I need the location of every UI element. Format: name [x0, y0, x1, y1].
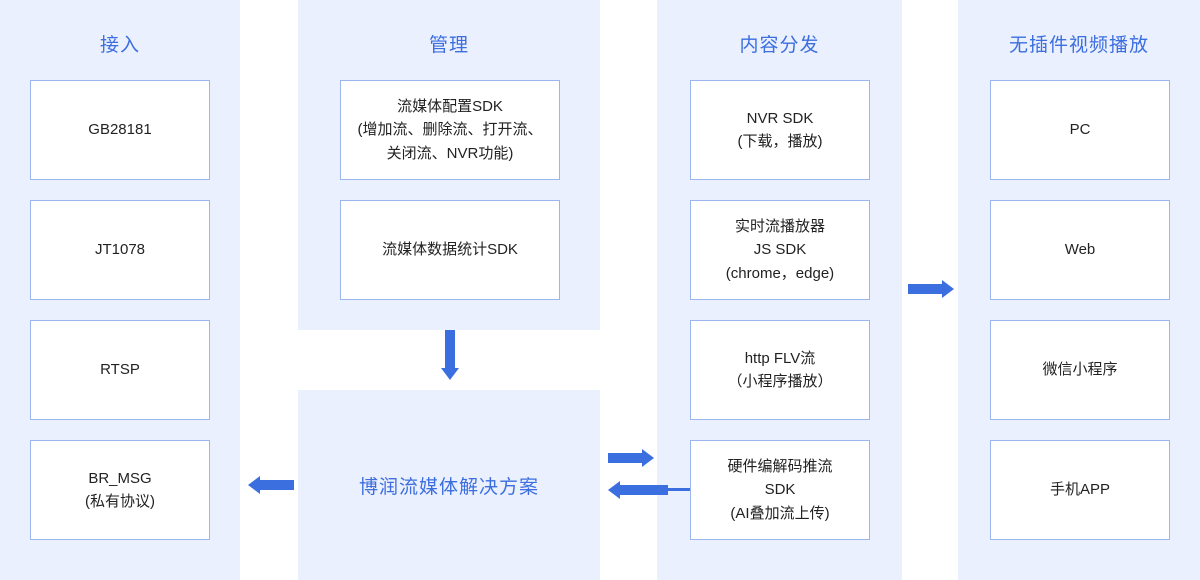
column-title-management: 管理 — [428, 35, 469, 56]
card-jt1078[interactable]: JT1078 — [30, 200, 210, 300]
card-stream-stats-sdk[interactable]: 流媒体数据统计SDK — [340, 200, 560, 300]
arrow-tail-line — [668, 488, 690, 491]
arrow-down-management-to-solution — [440, 330, 460, 382]
card-lines: BR_MSG (私有协议) — [31, 467, 209, 514]
card-wechat-miniprogram[interactable]: 微信小程序 — [990, 320, 1170, 420]
card-line: BR_MSG — [88, 469, 152, 487]
card-line: http FLV流 — [744, 349, 816, 367]
card-lines: 流媒体配置SDK (增加流、删除流、打开流、 关闭流、NVR功能) — [341, 95, 559, 165]
card-line: GB28181 — [88, 121, 152, 139]
card-line: RTSP — [100, 361, 140, 379]
card-line: 手机APP — [1049, 481, 1110, 499]
card-lines: JT1078 — [31, 238, 209, 261]
card-lines: 流媒体数据统计SDK — [341, 238, 559, 261]
card-lines: GB28181 — [31, 118, 209, 141]
arrow-shaft — [608, 453, 644, 463]
arrow-head-down-icon — [441, 368, 459, 380]
card-line: 实时流播放器 — [734, 218, 825, 236]
card-line: （小程序播放） — [727, 373, 833, 390]
solution-box-label: 博润流媒体解决方案 — [358, 476, 539, 498]
arrow-head-left-icon — [248, 476, 260, 494]
card-mobile-app[interactable]: 手机APP — [990, 440, 1170, 540]
card-lines: 手机APP — [991, 478, 1169, 501]
card-line: Web — [1064, 241, 1096, 259]
card-gb28181[interactable]: GB28181 — [30, 80, 210, 180]
arrow-left-solution-to-access — [248, 476, 294, 494]
column-title-distribution: 内容分发 — [739, 35, 820, 56]
arrow-right-solution-to-distribution — [608, 449, 656, 467]
arrow-shaft — [445, 330, 455, 370]
card-lines: NVR SDK (下载，播放) — [691, 107, 869, 154]
card-line: 微信小程序 — [1042, 361, 1118, 379]
column-title-access: 接入 — [99, 35, 140, 56]
card-nvr-sdk[interactable]: NVR SDK (下载，播放) — [690, 80, 870, 180]
arrow-right-distribution-to-playback — [908, 280, 956, 298]
card-realtime-player-js-sdk[interactable]: 实时流播放器 JS SDK (chrome，edge) — [690, 200, 870, 300]
card-line: 流媒体数据统计SDK — [382, 241, 518, 259]
card-rtsp[interactable]: RTSP — [30, 320, 210, 420]
card-pc[interactable]: PC — [990, 80, 1170, 180]
card-lines: http FLV流 （小程序播放） — [691, 347, 869, 394]
card-line: (AI叠加流上传) — [730, 504, 830, 522]
card-line: NVR SDK — [746, 109, 814, 127]
card-br-msg[interactable]: BR_MSG (私有协议) — [30, 440, 210, 540]
card-line: 关闭流、NVR功能) — [386, 144, 514, 162]
arrow-head-right-icon — [642, 449, 654, 467]
card-line: (chrome，edge) — [725, 264, 835, 282]
solution-box[interactable]: 博润流媒体解决方案 — [298, 390, 600, 580]
card-line: (私有协议) — [85, 493, 155, 510]
card-line: PC — [1069, 121, 1091, 139]
card-lines: 硬件编解码推流 SDK (AI叠加流上传) — [691, 455, 869, 525]
arrow-shaft — [908, 284, 944, 294]
arrow-shaft — [620, 485, 668, 495]
card-hardware-codec-push-sdk[interactable]: 硬件编解码推流 SDK (AI叠加流上传) — [690, 440, 870, 540]
arrow-head-left-icon — [608, 481, 620, 499]
card-web[interactable]: Web — [990, 200, 1170, 300]
arrow-left-distribution-to-solution — [608, 481, 690, 499]
card-stream-config-sdk[interactable]: 流媒体配置SDK (增加流、删除流、打开流、 关闭流、NVR功能) — [340, 80, 560, 180]
card-http-flv[interactable]: http FLV流 （小程序播放） — [690, 320, 870, 420]
card-lines: 实时流播放器 JS SDK (chrome，edge) — [691, 215, 869, 285]
card-line: 流媒体配置SDK — [397, 98, 503, 116]
card-line: 硬件编解码推流 — [727, 458, 833, 476]
column-title-playback: 无插件视频播放 — [1008, 35, 1149, 56]
card-lines: Web — [991, 238, 1169, 261]
card-lines: RTSP — [31, 358, 209, 381]
card-line: JS SDK — [753, 241, 807, 259]
card-line: SDK — [764, 481, 796, 499]
card-line: (下载，播放) — [737, 133, 823, 150]
card-line: (增加流、删除流、打开流、 — [357, 121, 543, 139]
arrow-head-right-icon — [942, 280, 954, 298]
card-lines: PC — [991, 118, 1169, 141]
card-lines: 微信小程序 — [991, 358, 1169, 381]
arrow-shaft — [260, 480, 294, 490]
card-line: JT1078 — [94, 241, 146, 259]
